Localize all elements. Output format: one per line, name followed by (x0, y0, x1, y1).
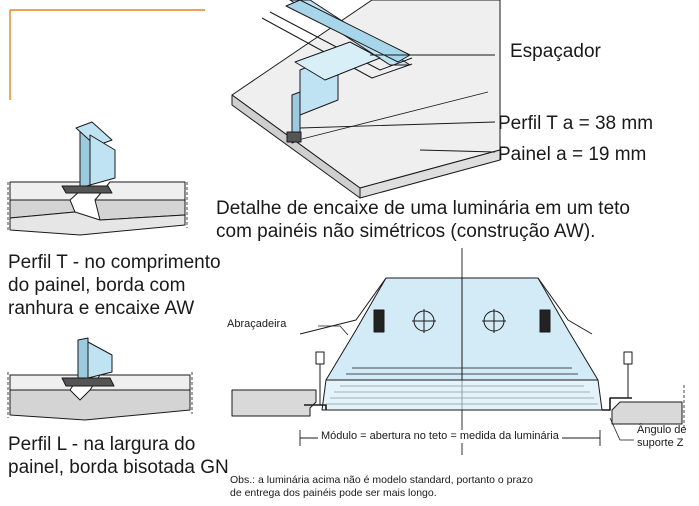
panel-bottom (9, 211, 186, 236)
t-profile-side (89, 134, 116, 186)
caption-line-1: Detalhe de encaixe de uma luminária em u… (216, 198, 631, 219)
hanger-right (623, 351, 633, 398)
z-angle-right (602, 397, 632, 411)
label-angle-2: suporte Z (637, 437, 684, 449)
l-profile-caption-1: Perfil L - na largura do (8, 434, 196, 455)
clamp-right (539, 309, 551, 333)
label-module: Módulo = abertura no teto = medida da lu… (318, 430, 562, 443)
t-profile-caption-2: do painel, borda com (8, 275, 186, 296)
ceiling-panel-slab (231, 0, 501, 189)
orange-corner-accent (9, 9, 205, 100)
label-spacer: Espaçador (510, 41, 601, 62)
ceiling-panel-edge (359, 149, 501, 199)
t-profile-caption-3: ranhura e encaixe AW (8, 298, 195, 319)
luminaire-section (231, 248, 685, 455)
lamp-symbol-left (412, 309, 436, 333)
l-profile-caption-2: painel, borda bisotada GN (8, 457, 229, 478)
label-clamp: Abraçadeira (227, 318, 287, 330)
t-profile-bulb (75, 121, 113, 147)
spacer-top (294, 41, 381, 81)
t-profile-joint-detail (7, 121, 188, 236)
t-profile-flange (61, 185, 113, 194)
label-panel: Painel a = 19 mm (498, 144, 647, 165)
note-line-1: Obs.: a luminária acima não é modelo sta… (230, 474, 533, 486)
luminaire-flange-right (537, 277, 593, 335)
t-runner-left (304, 404, 327, 410)
label-profile-t: Perfil T a = 38 mm (498, 113, 654, 134)
l-profile-joint-detail (7, 337, 193, 421)
caption-line-2: com painéis não simétricos (construção A… (216, 221, 596, 242)
ceiling-panel-left (231, 389, 317, 417)
t-profile-caption-1: Perfil T - no comprimento (8, 252, 221, 273)
l-profile-web (77, 337, 89, 381)
l-profile-flange (61, 377, 115, 387)
top-iso-detail (231, 0, 501, 199)
diffuser-bottom (321, 379, 603, 411)
label-angle-1: Ângulo de (637, 424, 687, 436)
l-profile-side (87, 341, 113, 379)
clamp-left (373, 309, 385, 333)
luminaire-flange-left (299, 277, 387, 335)
ceiling-panel-right (611, 401, 683, 425)
hanger-left (315, 351, 325, 405)
note-line-2: de entrega dos painéis pode ser mais lon… (230, 487, 437, 499)
panel-face-2 (9, 389, 191, 421)
clip-block (286, 131, 302, 143)
lamp-symbol-right (482, 309, 506, 333)
